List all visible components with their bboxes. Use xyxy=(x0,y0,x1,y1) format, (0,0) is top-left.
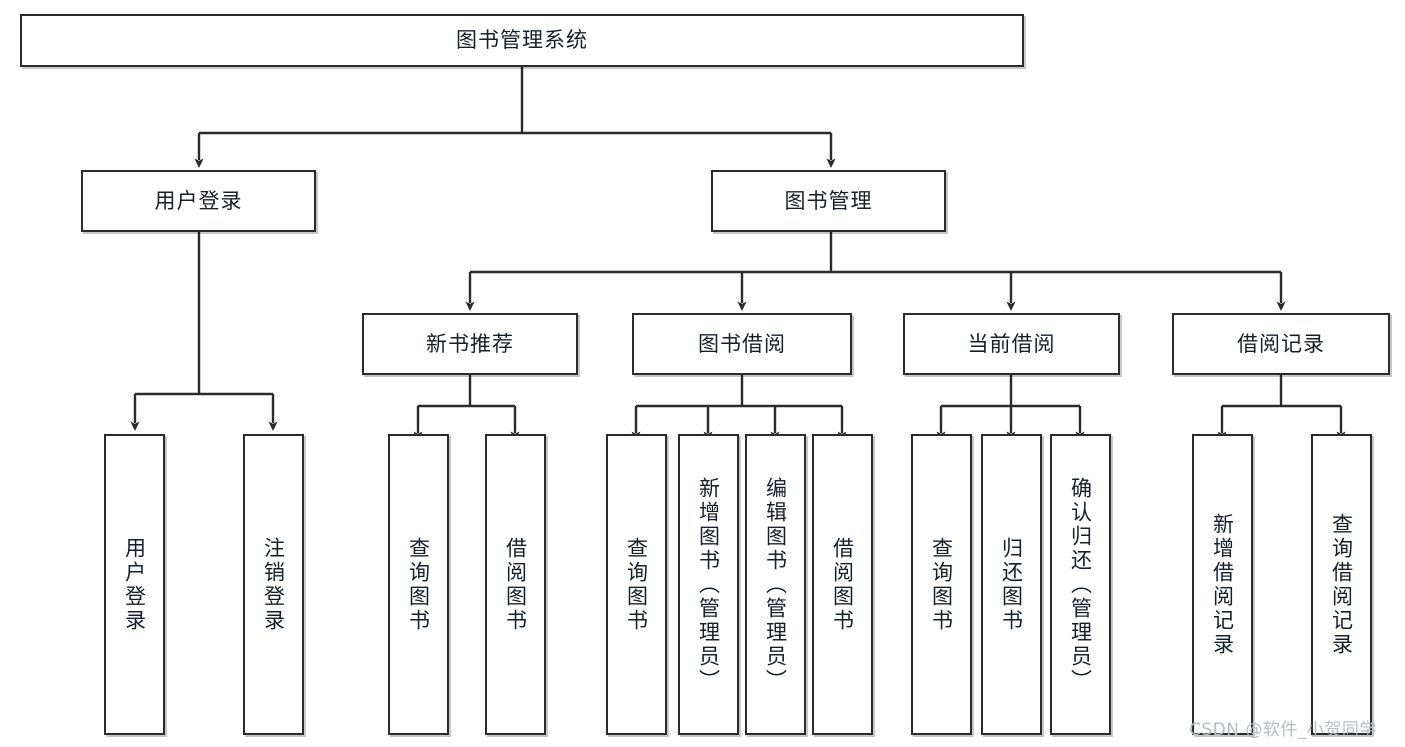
node-borrow-record[interactable]: 借阅记录 xyxy=(1172,313,1390,375)
node-book-borrow[interactable]: 图书借阅 xyxy=(632,313,852,375)
leaf-book-borrow-query[interactable]: 查询图书 xyxy=(606,434,667,735)
leaf-new-book-borrow-label: 借阅图书 xyxy=(503,536,528,633)
node-current-borrow[interactable]: 当前借阅 xyxy=(903,313,1120,375)
leaf-book-borrow-lend-label: 借阅图书 xyxy=(830,536,855,633)
leaf-borrow-record-add[interactable]: 新增借阅记录 xyxy=(1192,434,1253,735)
leaf-current-borrow-query[interactable]: 查询图书 xyxy=(911,434,972,735)
leaf-current-borrow-return-label: 归还图书 xyxy=(999,536,1024,633)
leaf-new-book-query[interactable]: 查询图书 xyxy=(388,434,449,735)
leaf-user-login-signout-label: 注销登录 xyxy=(261,536,286,633)
node-current-borrow-label: 当前借阅 xyxy=(967,331,1056,356)
node-new-book-recommend[interactable]: 新书推荐 xyxy=(362,313,578,375)
leaf-current-borrow-confirm-label: 确认归还（管理员） xyxy=(1068,476,1093,693)
leaf-current-borrow-query-label: 查询图书 xyxy=(929,536,954,633)
node-new-book-recommend-label: 新书推荐 xyxy=(426,331,514,356)
node-root-label: 图书管理系统 xyxy=(456,28,588,53)
leaf-user-login-signin-label: 用户登录 xyxy=(122,536,147,633)
leaf-borrow-record-add-label: 新增借阅记录 xyxy=(1210,512,1235,657)
leaf-book-borrow-edit-label: 编辑图书（管理员） xyxy=(763,476,788,693)
node-user-login[interactable]: 用户登录 xyxy=(81,170,316,232)
leaf-current-borrow-return[interactable]: 归还图书 xyxy=(981,434,1042,735)
leaf-user-login-signin[interactable]: 用户登录 xyxy=(104,434,165,735)
leaf-user-login-signout[interactable]: 注销登录 xyxy=(243,434,304,735)
leaf-book-borrow-query-label: 查询图书 xyxy=(624,536,649,633)
node-book-borrow-label: 图书借阅 xyxy=(698,331,786,356)
leaf-book-borrow-add-label: 新增图书（管理员） xyxy=(696,476,721,693)
leaf-new-book-borrow[interactable]: 借阅图书 xyxy=(485,434,546,735)
leaf-borrow-record-query-label: 查询借阅记录 xyxy=(1329,512,1354,657)
leaf-book-borrow-lend[interactable]: 借阅图书 xyxy=(812,434,873,735)
leaf-borrow-record-query[interactable]: 查询借阅记录 xyxy=(1311,434,1372,735)
node-borrow-record-label: 借阅记录 xyxy=(1237,331,1325,356)
leaf-book-borrow-add[interactable]: 新增图书（管理员） xyxy=(678,434,739,735)
node-user-login-label: 用户登录 xyxy=(154,188,243,213)
node-root[interactable]: 图书管理系统 xyxy=(20,14,1024,67)
leaf-new-book-query-label: 查询图书 xyxy=(406,536,431,633)
leaf-book-borrow-edit[interactable]: 编辑图书（管理员） xyxy=(745,434,806,735)
node-book-management-label: 图书管理 xyxy=(784,188,873,213)
csdn-watermark: CSDN @软件_小贺同学 xyxy=(1189,720,1377,740)
node-book-management[interactable]: 图书管理 xyxy=(711,170,946,232)
leaf-current-borrow-confirm[interactable]: 确认归还（管理员） xyxy=(1050,434,1111,735)
